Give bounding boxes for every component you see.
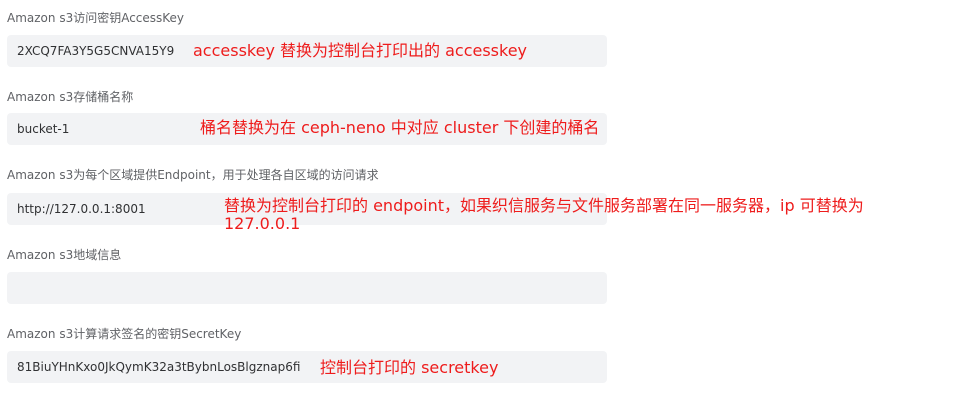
region-label: Amazon s3地域信息 xyxy=(7,248,122,262)
bucket-name-label: Amazon s3存储桶名称 xyxy=(7,90,134,104)
secret-key-label: Amazon s3计算请求签名的密钥SecretKey xyxy=(7,327,242,341)
endpoint-input[interactable] xyxy=(7,193,607,225)
access-key-annotation: accesskey 替换为控制台打印出的 accesskey xyxy=(193,41,528,60)
endpoint-annotation: 替换为控制台打印的 endpoint，如果织信服务与文件服务部署在同一服务器，i… xyxy=(224,196,864,233)
bucket-annotation: 桶名替换为在 ceph-neno 中对应 cluster 下创建的桶名 xyxy=(200,118,600,137)
access-key-input[interactable] xyxy=(7,35,607,67)
endpoint-label: Amazon s3为每个区域提供Endpoint，用于处理各自区域的访问请求 xyxy=(7,168,379,182)
secret-key-annotation: 控制台打印的 secretkey xyxy=(320,358,499,377)
region-input[interactable] xyxy=(7,272,607,304)
access-key-label: Amazon s3访问密钥AccessKey xyxy=(7,11,185,25)
secret-key-input[interactable] xyxy=(7,351,607,383)
bucket-name-input[interactable] xyxy=(7,113,607,145)
